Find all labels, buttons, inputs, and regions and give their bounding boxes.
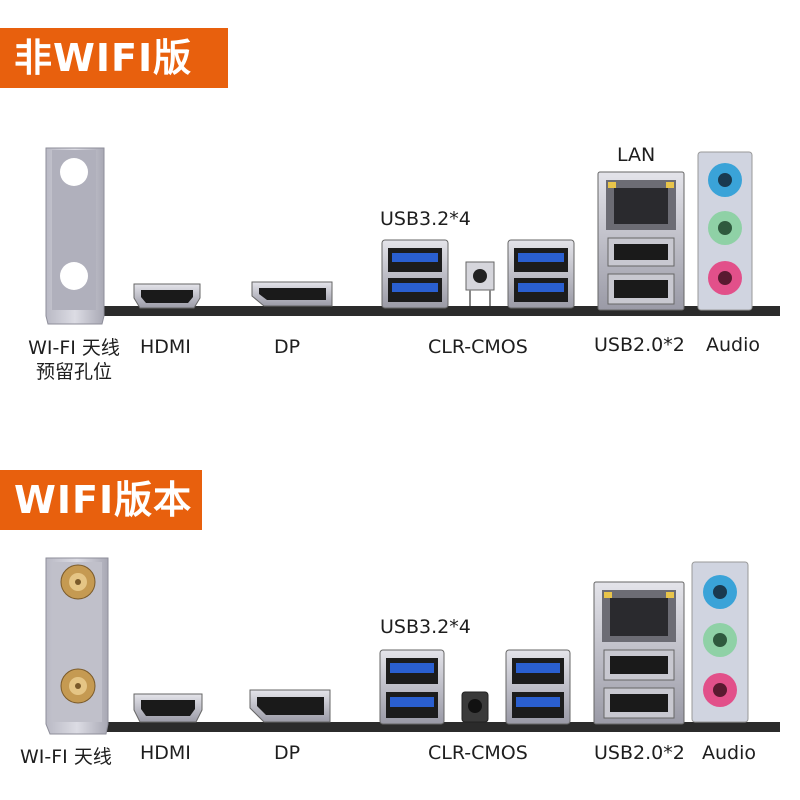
usb2-port-icon xyxy=(607,237,675,305)
label-clr-cmos: CLR-CMOS xyxy=(428,336,528,358)
banner-non-wifi: 非WIFI版本 xyxy=(0,28,228,140)
label-usb20: USB2.0*2 xyxy=(594,334,685,356)
usb3-port-icon xyxy=(505,649,571,725)
label-hdmi: HDMI xyxy=(140,742,191,764)
label-dp: DP xyxy=(274,742,301,764)
label-audio: Audio xyxy=(702,742,757,764)
label-usb32: USB3.2*4 xyxy=(380,208,471,230)
clr-cmos-button-icon xyxy=(465,261,495,306)
dp-port-icon xyxy=(249,689,331,723)
io-panel-non-wifi xyxy=(45,147,780,325)
label-audio: Audio xyxy=(706,334,761,356)
wifi-bracket-icon xyxy=(45,147,105,325)
label-usb32: USB3.2*4 xyxy=(380,616,471,638)
label-wifi-slot-line1: WI-FI 天线 xyxy=(28,337,120,359)
dp-port-icon xyxy=(251,281,333,307)
pcb-strip xyxy=(100,306,780,316)
label-usb20: USB2.0*2 xyxy=(594,742,685,764)
label-wifi-slot: WI-FI 天线 预留孔位 xyxy=(14,336,134,384)
hdmi-port-icon xyxy=(133,283,201,309)
usb2-port-icon xyxy=(603,649,675,719)
label-hdmi: HDMI xyxy=(140,336,191,358)
label-wifi-antenna: WI-FI 天线 xyxy=(20,746,112,768)
usb3-port-icon xyxy=(379,649,445,725)
antenna-connector-icon xyxy=(60,668,96,704)
banner-wifi: WIFI版本 xyxy=(0,470,202,530)
audio-jack-icon xyxy=(691,561,749,723)
label-dp: DP xyxy=(274,336,301,358)
banner-non-wifi-title: 非WIFI版本 xyxy=(14,36,193,140)
banner-wifi-title: WIFI版本 xyxy=(14,478,193,522)
hdmi-port-icon xyxy=(133,693,203,723)
pcb-strip xyxy=(100,722,780,732)
label-wifi-slot-line2: 预留孔位 xyxy=(35,361,112,383)
audio-jack-icon xyxy=(697,151,753,311)
usb3-port-icon xyxy=(381,239,449,309)
label-lan: LAN xyxy=(617,144,656,166)
label-clr-cmos: CLR-CMOS xyxy=(428,742,528,764)
antenna-connector-icon xyxy=(60,564,96,600)
usb3-port-icon xyxy=(507,239,575,309)
clr-cmos-button-icon xyxy=(461,691,489,723)
